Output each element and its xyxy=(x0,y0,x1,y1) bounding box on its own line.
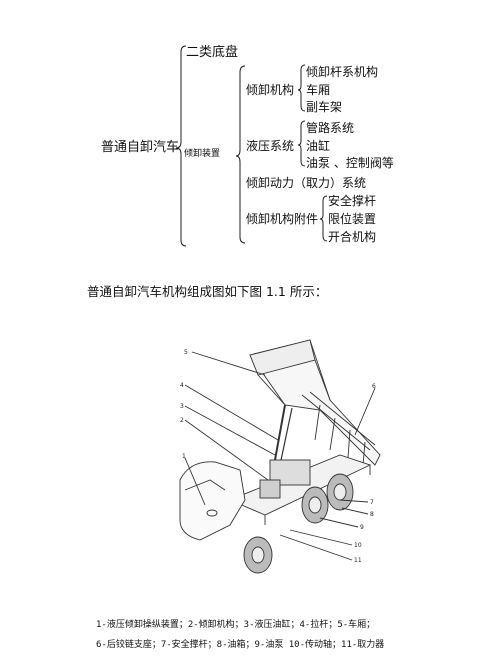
figure-label: 6 xyxy=(372,383,376,390)
figure-label: 7 xyxy=(370,499,374,506)
figure-label: 10 xyxy=(354,542,362,549)
figure-label: 9 xyxy=(360,524,364,531)
truck-drawing xyxy=(179,339,381,574)
mechanism-label: 倾卸机构 xyxy=(246,83,295,97)
figure-label: 5 xyxy=(184,349,188,356)
dump-device-label: 倾卸装置 xyxy=(184,149,221,159)
root-label: 普通自卸汽车 xyxy=(101,140,180,155)
accessory-child: 开合机构 xyxy=(328,230,377,244)
figure-label: 11 xyxy=(354,557,362,564)
accessory-brace xyxy=(319,195,328,242)
power-label: 倾卸动力（取力）系统 xyxy=(246,176,367,190)
figure-label: 3 xyxy=(180,403,184,410)
dump-brace xyxy=(235,65,246,244)
chassis-label: 二类底盘 xyxy=(186,45,239,60)
accessory-child: 限位装置 xyxy=(328,212,377,226)
hydraulic-label: 液压系统 xyxy=(246,139,295,153)
accessory-label: 倾卸机构附件 xyxy=(246,212,319,226)
figure-label: 4 xyxy=(180,382,184,389)
mechanism-brace xyxy=(297,64,306,112)
main-brace xyxy=(175,45,187,247)
dump-truck-figure: 5 4 3 2 1 6 7 8 9 10 11 xyxy=(179,339,381,574)
tree-brackets xyxy=(175,45,328,247)
hydraulic-brace xyxy=(297,120,306,167)
mechanism-child: 倾卸杆系机构 xyxy=(306,65,379,79)
hydraulic-child: 油缸 xyxy=(306,139,331,153)
accessory-child: 安全撑杆 xyxy=(328,194,377,208)
caption-line-2: 6-后铰链支座；7-安全撑杆；8-油箱；9-油泵 10-传动轴；11-取力器 xyxy=(96,640,385,650)
figure-label: 8 xyxy=(370,511,374,518)
mechanism-child: 车厢 xyxy=(306,83,331,97)
figure-label: 1 xyxy=(182,453,186,460)
caption-line-1: 1-液压倾卸操纵装置；2-倾卸机构；3-液压油缸；4-拉杆；5-车厢； xyxy=(96,620,376,630)
intro-text: 普通自卸汽车机构组成图如下图 1.1 所示： xyxy=(87,284,328,299)
figure-label: 2 xyxy=(180,417,184,424)
hydraulic-child: 油泵 、控制阀等 xyxy=(306,156,394,170)
mechanism-child: 副车架 xyxy=(306,100,343,114)
hydraulic-child: 管路系统 xyxy=(306,121,355,135)
